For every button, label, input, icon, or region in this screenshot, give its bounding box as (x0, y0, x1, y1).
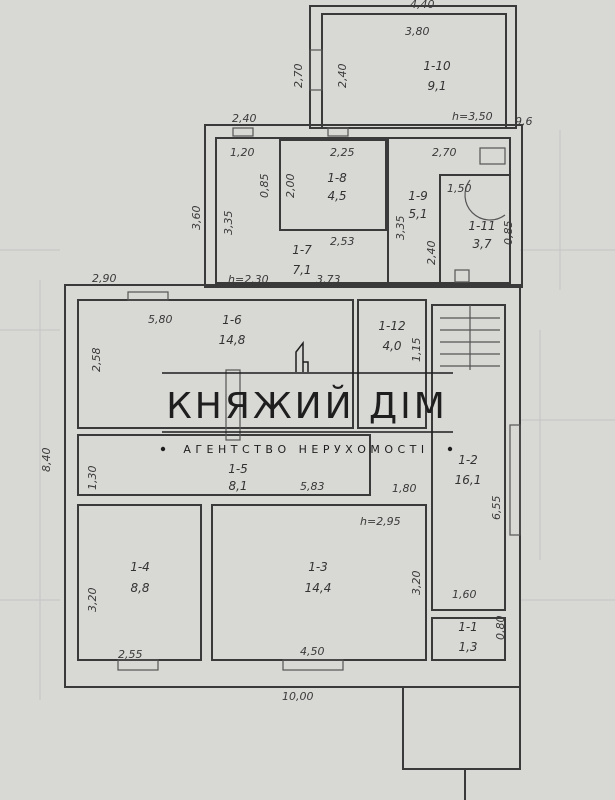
dim: 9,6 (515, 115, 533, 128)
room-1-10: 1-10 9,1 (423, 59, 451, 93)
room-id: 1-5 (228, 462, 248, 476)
dim: 6,55 (490, 496, 503, 521)
room-id: 1-3 (308, 560, 328, 574)
dim: 10,00 (282, 690, 314, 703)
dim: 0,80 (494, 616, 507, 641)
dim: 3,60 (190, 206, 203, 231)
dim: 5,80 (148, 313, 173, 326)
room-area: 4,0 (382, 339, 401, 353)
room-id: 1-1 (458, 620, 478, 634)
room-1-9: 1-95,1 (408, 189, 428, 221)
dim: 1,15 (410, 338, 423, 363)
dim: 2,90 (92, 272, 117, 285)
dim: 1,20 (230, 146, 255, 159)
room-id: 1-12 (378, 319, 405, 333)
room-area: 5,1 (408, 207, 427, 221)
dim: 2,53 (330, 235, 355, 248)
brand-name: КНЯЖИЙ ДІМ (166, 385, 448, 427)
room-1-12: 1-12 4,0 (378, 319, 405, 353)
dim: 1,60 (452, 588, 477, 601)
room-1-7: 1-77,1 (292, 243, 312, 277)
dim: 0,85 (502, 221, 515, 246)
watermark: КНЯЖИЙ ДІМ АГЕНТСТВО НЕРУХОМОСТІ (160, 340, 453, 456)
dim: 2,40 (425, 241, 438, 266)
building-logo-icon (295, 340, 309, 372)
dim: 4,50 (300, 645, 325, 658)
dim: 2,40 (336, 64, 349, 89)
dim: 8,40 (40, 448, 53, 473)
dim: h=3,50 (452, 110, 493, 123)
room-1-11: 1-11 3,7 (468, 219, 495, 251)
dim: 2,70 (292, 64, 305, 89)
dim: 3,73 (316, 273, 341, 286)
dim: 2,58 (90, 348, 103, 373)
dim: 1,50 (447, 182, 472, 195)
room-area: 9,1 (427, 79, 446, 93)
room-1-8: 1-84,5 (327, 171, 347, 203)
room-id: 1-11 (468, 219, 495, 233)
room-1-1: 1-11,3 (458, 620, 478, 654)
dim: 2,25 (330, 146, 355, 159)
room-1-2: 1-2 16,1 (455, 453, 482, 487)
room-area: 16,1 (455, 473, 482, 487)
dim: h=2,30 (228, 273, 269, 286)
room-area: 7,1 (292, 263, 311, 277)
dim: 2,40 (232, 112, 257, 125)
room-1-4: 1-4 8,8 (130, 560, 150, 595)
dimension-labels: 4,40 3,80 2,70 2,40 2,40 h=3,50 9,6 1,20… (40, 0, 533, 703)
dim: 5,83 (300, 480, 325, 493)
room-id: 1-10 (423, 59, 451, 73)
dim: 2,70 (432, 146, 457, 159)
room-id: 1-8 (327, 171, 347, 185)
dim: 0,85 (258, 174, 271, 199)
room-area: 14,4 (305, 581, 332, 595)
dim: 3,80 (405, 25, 430, 38)
walls (64, 5, 523, 800)
room-1-5: 1-58,1 (228, 462, 248, 493)
dim: 3,20 (410, 571, 423, 596)
room-area: 8,1 (228, 479, 247, 493)
room-area: 1,3 (458, 640, 477, 654)
background-grid (0, 130, 615, 700)
dim: 4,40 (410, 0, 435, 11)
dim: 3,20 (86, 588, 99, 613)
room-area: 4,5 (327, 189, 346, 203)
dim: 3,35 (394, 216, 407, 241)
room-id: 1-4 (130, 560, 150, 574)
dim: 1,80 (392, 482, 417, 495)
room-area: 8,8 (130, 581, 149, 595)
room-id: 1-6 (222, 313, 242, 327)
room-1-3: 1-3 14,4 (305, 560, 332, 595)
room-area: 14,8 (219, 333, 246, 347)
dim: 2,00 (284, 174, 297, 199)
room-id: 1-2 (458, 453, 478, 467)
brand-tagline: АГЕНТСТВО НЕРУХОМОСТІ (183, 443, 428, 456)
dim: 1,30 (86, 466, 99, 491)
room-area: 3,7 (472, 237, 491, 251)
dim: 2,55 (118, 648, 143, 661)
room-1-6: 1-6 14,8 (219, 313, 246, 347)
dim: 3,35 (222, 211, 235, 236)
room-labels: 1-11,3 1-216,1 1-314,4 1-48,8 1-58,1 1-6… (130, 59, 495, 654)
room-id: 1-9 (408, 189, 428, 203)
dim: h=2,95 (360, 515, 401, 528)
room-id: 1-7 (292, 243, 312, 257)
